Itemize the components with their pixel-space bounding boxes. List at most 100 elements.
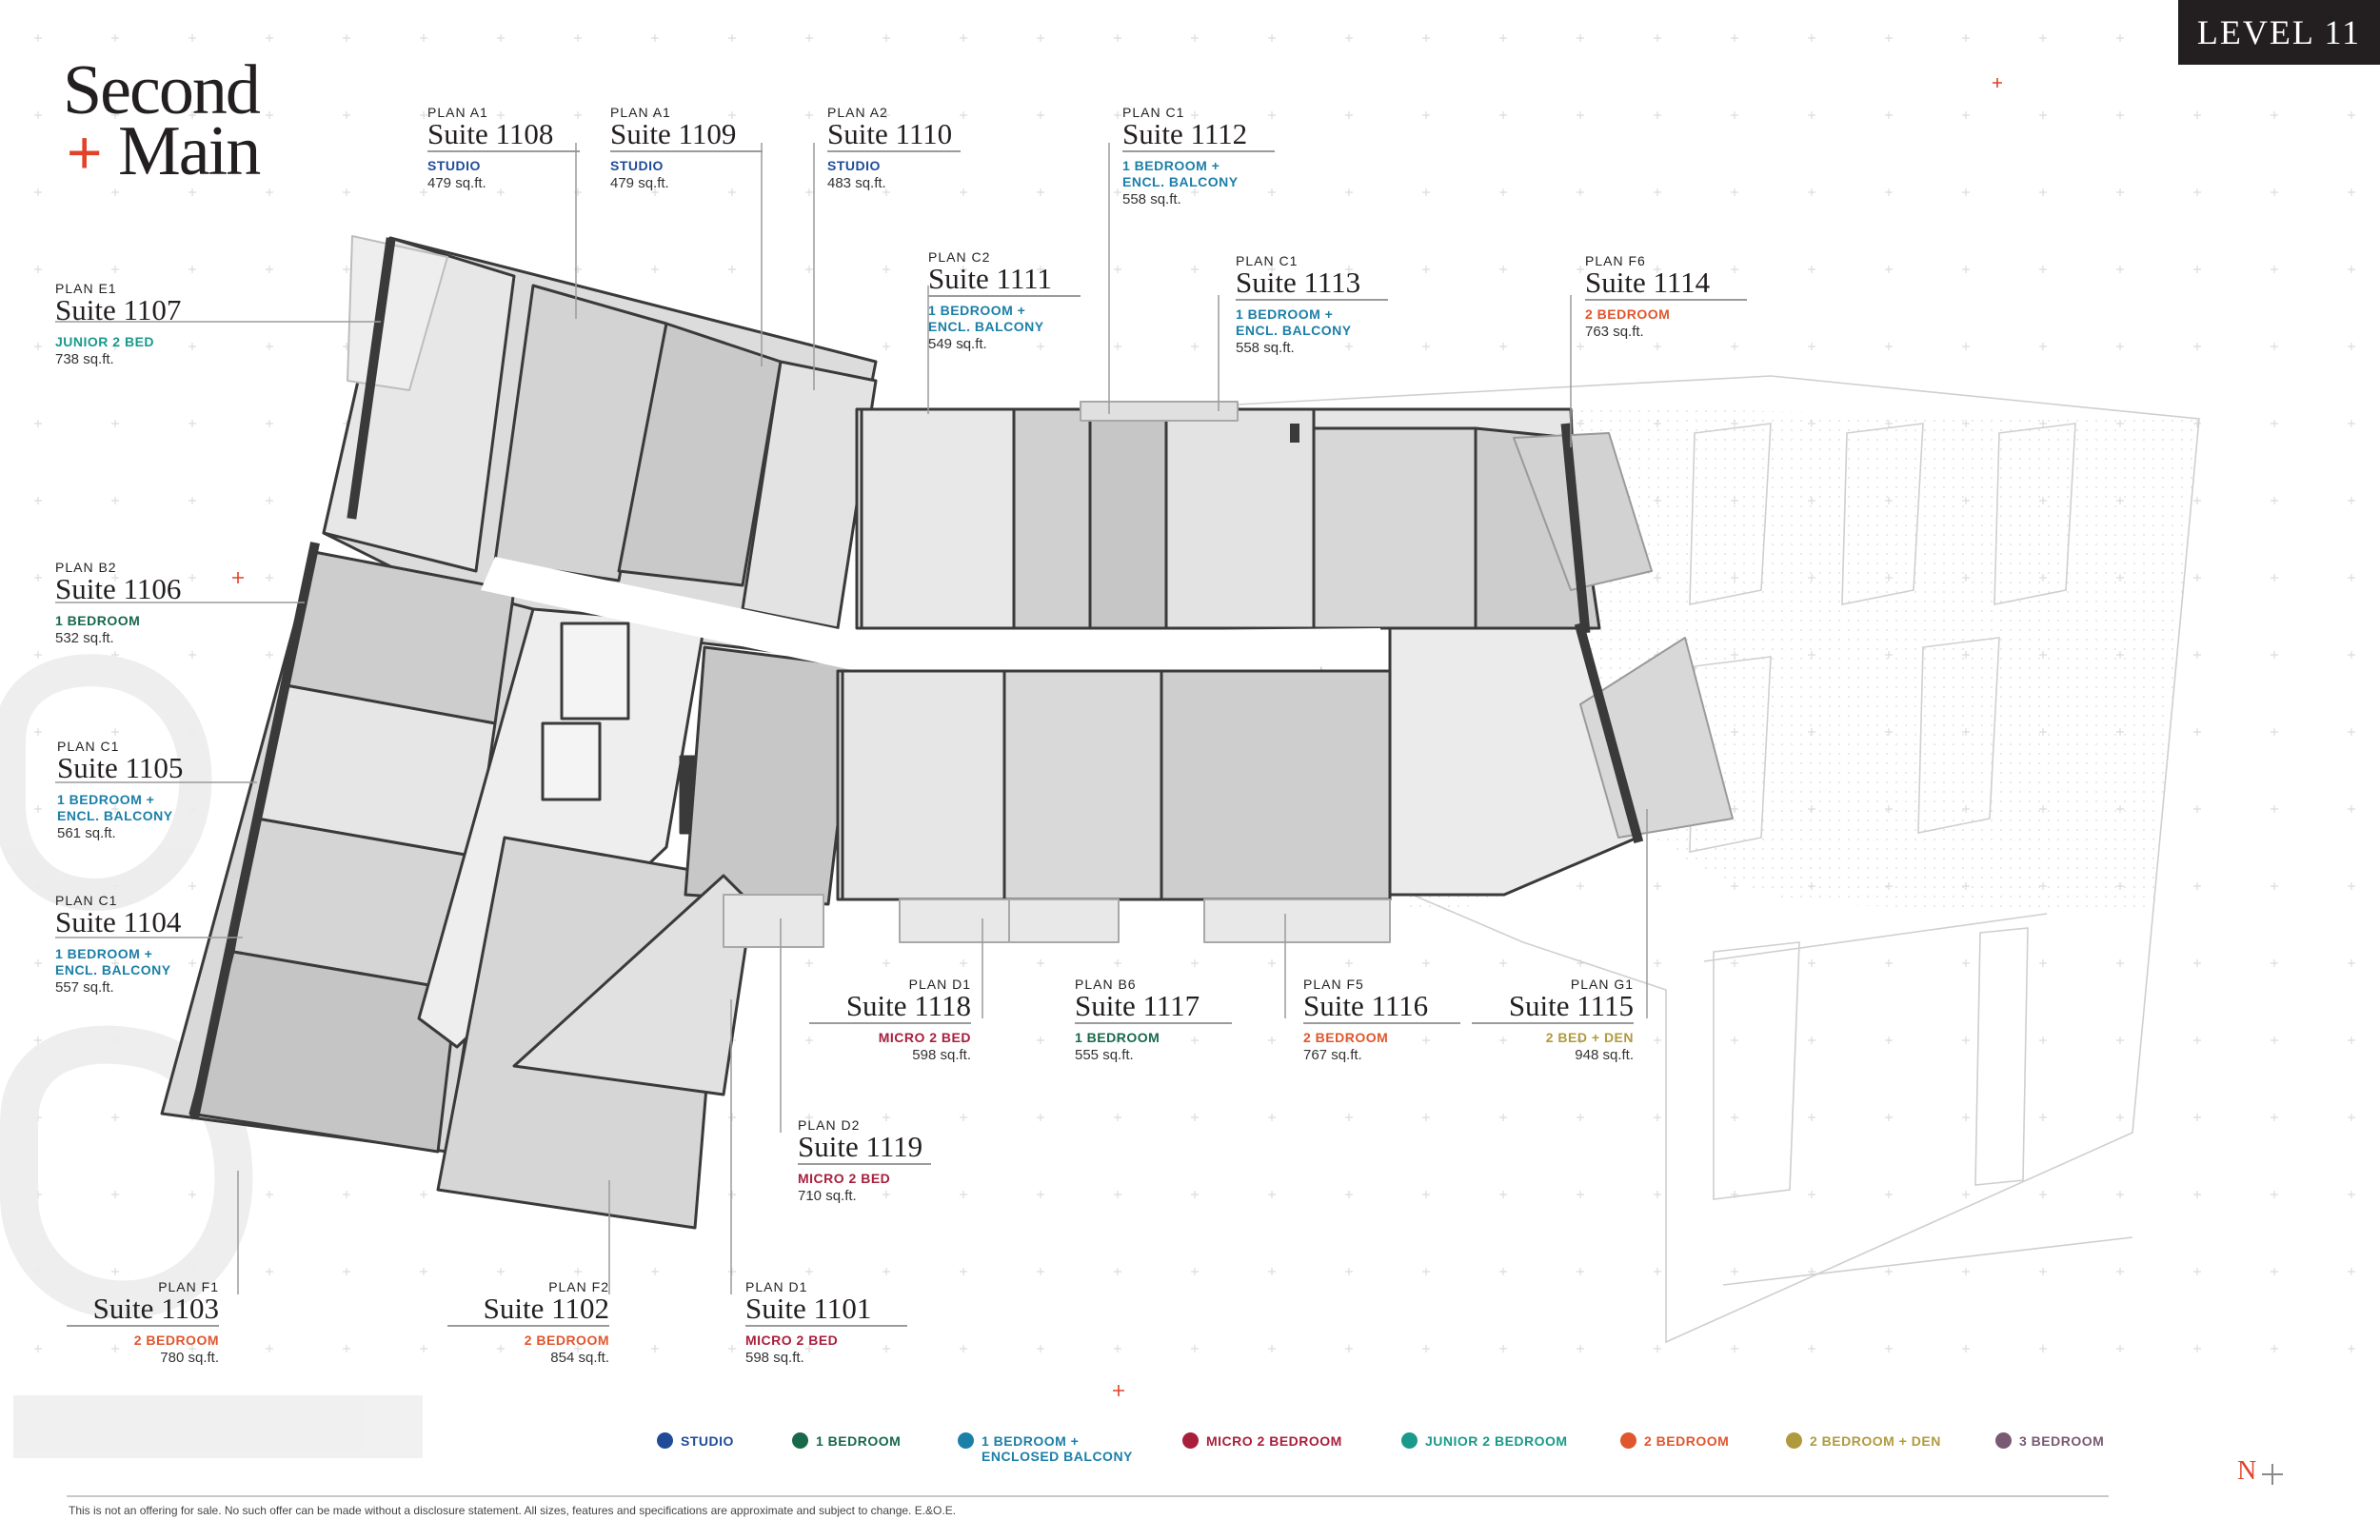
- plan-code: PLAN C2: [928, 249, 991, 265]
- suite-name: Suite 1110: [827, 117, 953, 150]
- one-bedroom-enclosed-dot-icon: [958, 1432, 974, 1449]
- suite-label-1101[interactable]: PLAN D1 Suite 1101 MICRO 2 BED 598 sq.ft…: [745, 1279, 993, 1368]
- suite-area: 598 sq.ft.: [912, 1047, 971, 1063]
- plan-code: PLAN E1: [55, 281, 117, 296]
- suite-name: Suite 1112: [1122, 117, 1248, 150]
- legend-label: MICRO 2 BEDROOM: [1206, 1433, 1342, 1449]
- suite-name: Suite 1104: [55, 905, 182, 938]
- two-bedroom-den-dot-icon: [1786, 1432, 1802, 1449]
- legend-item-2-bedroom: 2 BEDROOM: [1620, 1432, 1729, 1449]
- legend-item-1-bedroom-enclosed: 1 BEDROOM + ENCLOSED BALCONY: [958, 1432, 1133, 1464]
- suite-label-1103[interactable]: PLAN F1 Suite 1103 2 BEDROOM 780 sq.ft.: [0, 1279, 219, 1368]
- studio-dot-icon: [657, 1432, 673, 1449]
- plan-code: PLAN D1: [745, 1279, 808, 1294]
- legend-item-3-bedroom: 3 BEDROOM: [1995, 1432, 2105, 1449]
- suite-label-1118[interactable]: PLAN D1 Suite 1118 MICRO 2 BED 598 sq.ft…: [733, 977, 971, 1065]
- suite-type: MICRO 2 BED: [798, 1171, 891, 1186]
- plan-code: PLAN A1: [610, 105, 671, 120]
- suite-area: 948 sq.ft.: [1575, 1047, 1634, 1063]
- legend-label: STUDIO: [681, 1433, 734, 1449]
- suite-area: 479 sq.ft.: [610, 175, 669, 191]
- disclaimer-text: This is not an offering for sale. No suc…: [69, 1504, 957, 1517]
- suite-type: 2 BEDROOM: [1585, 306, 1671, 322]
- suite-type: STUDIO: [427, 158, 481, 173]
- legend-label: 1 BEDROOM: [816, 1433, 902, 1449]
- suite-label-1105[interactable]: PLAN C1 Suite 1105 1 BEDROOM + ENCL. BAL…: [57, 739, 305, 843]
- structural-walls: [189, 237, 1644, 1119]
- suite-label-1109[interactable]: PLAN A1 Suite 1109 STUDIO 479 sq.ft.: [610, 105, 858, 193]
- three-bedroom-dot-icon: [1995, 1432, 2012, 1449]
- suite-area: 598 sq.ft.: [745, 1350, 804, 1366]
- suite-type: STUDIO: [610, 158, 664, 173]
- plan-code: PLAN B6: [1075, 977, 1137, 992]
- suite-label-1107[interactable]: PLAN E1 Suite 1107 JUNIOR 2 BED 738 sq.f…: [55, 281, 303, 369]
- legend-label: 3 BEDROOM: [2019, 1433, 2105, 1449]
- suite-area: 483 sq.ft.: [827, 175, 886, 191]
- suite-type: 2 BED + DEN: [1545, 1030, 1634, 1045]
- legend-item-junior-2-bedroom: JUNIOR 2 BEDROOM: [1401, 1432, 1568, 1449]
- suite-name: Suite 1105: [57, 751, 184, 784]
- micro-two-bedroom-dot-icon: [1182, 1432, 1199, 1449]
- suite-area: 710 sq.ft.: [798, 1188, 857, 1204]
- plan-code: PLAN F5: [1303, 977, 1364, 992]
- unit-type-legend: STUDIO 1 BEDROOM 1 BEDROOM + ENCLOSED BA…: [657, 1432, 2142, 1471]
- suite-area: 555 sq.ft.: [1075, 1047, 1134, 1063]
- plan-code: PLAN C1: [55, 893, 118, 908]
- suite-label-1104[interactable]: PLAN C1 Suite 1104 1 BEDROOM + ENCL. BAL…: [55, 893, 303, 997]
- suite-name: Suite 1118: [845, 989, 971, 1022]
- suite-label-1110[interactable]: PLAN A2 Suite 1110 STUDIO 483 sq.ft.: [827, 105, 1075, 193]
- suite-label-1108[interactable]: PLAN A1 Suite 1108 STUDIO 479 sq.ft.: [427, 105, 675, 193]
- brand-plus: +: [67, 118, 103, 187]
- plan-code: PLAN F1: [158, 1279, 219, 1294]
- suite-area: 854 sq.ft.: [550, 1350, 609, 1366]
- footer-divider: [67, 1495, 2109, 1497]
- plan-code: PLAN A1: [427, 105, 488, 120]
- legend-item-2-bedroom-den: 2 BEDROOM + DEN: [1786, 1432, 1941, 1449]
- plan-code: PLAN G1: [1570, 977, 1634, 992]
- suite-area: 763 sq.ft.: [1585, 324, 1644, 340]
- suite-name: Suite 1116: [1303, 989, 1429, 1022]
- suite-label-1102[interactable]: PLAN F2 Suite 1102 2 BEDROOM 854 sq.ft.: [362, 1279, 609, 1368]
- suite-area: 738 sq.ft.: [55, 351, 114, 367]
- suite-type: 1 BEDROOM: [1075, 1030, 1160, 1045]
- suite-type: 2 BEDROOM: [524, 1333, 609, 1348]
- suite-type: 1 BEDROOM + ENCL. BALCONY: [1122, 158, 1239, 189]
- suite-type: 1 BEDROOM: [55, 613, 141, 628]
- legend-item-studio: STUDIO: [657, 1432, 734, 1449]
- legend-item-1-bedroom: 1 BEDROOM: [792, 1432, 902, 1449]
- legend-label: 1 BEDROOM + ENCLOSED BALCONY: [982, 1433, 1133, 1464]
- legend-label: 2 BEDROOM + DEN: [1810, 1433, 1941, 1449]
- suite-area: 479 sq.ft.: [427, 175, 486, 191]
- suite-name: Suite 1106: [55, 572, 182, 605]
- plan-code: PLAN C1: [1122, 105, 1185, 120]
- suite-label-1106[interactable]: PLAN B2 Suite 1106 1 BEDROOM 532 sq.ft.: [55, 560, 303, 648]
- plan-code: PLAN D2: [798, 1117, 861, 1133]
- suite-label-1119[interactable]: PLAN D2 Suite 1119 MICRO 2 BED 710 sq.ft…: [798, 1117, 1045, 1206]
- building-footprint: [160, 235, 1734, 1230]
- suite-name: Suite 1108: [427, 117, 554, 150]
- level-badge: LEVEL 11: [2178, 0, 2380, 65]
- suite-type: 2 BEDROOM: [1303, 1030, 1389, 1045]
- suite-type: 2 BEDROOM: [133, 1333, 219, 1348]
- suite-type: 1 BEDROOM + ENCL. BALCONY: [1236, 306, 1352, 338]
- suite-type: MICRO 2 BED: [878, 1030, 971, 1045]
- suite-label-1116[interactable]: PLAN F5 Suite 1116 2 BEDROOM 767 sq.ft.: [1303, 977, 1551, 1065]
- suite-type: 1 BEDROOM + ENCL. BALCONY: [57, 792, 173, 823]
- suite-area: 561 sq.ft.: [57, 825, 116, 841]
- suite-label-1113[interactable]: PLAN C1 Suite 1113 1 BEDROOM + ENCL. BAL…: [1236, 253, 1483, 358]
- suite-type: JUNIOR 2 BED: [55, 334, 155, 349]
- suite-name: Suite 1102: [483, 1292, 609, 1325]
- brand-logo: Second + Main: [63, 55, 310, 187]
- suite-label-1117[interactable]: PLAN B6 Suite 1117 1 BEDROOM 555 sq.ft.: [1075, 977, 1322, 1065]
- plan-code: PLAN F6: [1585, 253, 1646, 268]
- suite-label-1112[interactable]: PLAN C1 Suite 1112 1 BEDROOM + ENCL. BAL…: [1122, 105, 1370, 209]
- suite-area: 557 sq.ft.: [55, 979, 114, 996]
- watermark-number: [0, 654, 423, 1458]
- suite-label-1115[interactable]: PLAN G1 Suite 1115 2 BED + DEN 948 sq.ft…: [1390, 977, 1634, 1065]
- suite-label-1111[interactable]: PLAN C2 Suite 1111 1 BEDROOM + ENCL. BAL…: [928, 249, 1176, 354]
- plan-code: PLAN C1: [57, 739, 120, 754]
- suite-label-1114[interactable]: PLAN F6 Suite 1114 2 BEDROOM 763 sq.ft.: [1585, 253, 1833, 342]
- plan-code: PLAN F2: [548, 1279, 609, 1294]
- suite-type: MICRO 2 BED: [745, 1333, 839, 1348]
- suite-area: 549 sq.ft.: [928, 336, 987, 352]
